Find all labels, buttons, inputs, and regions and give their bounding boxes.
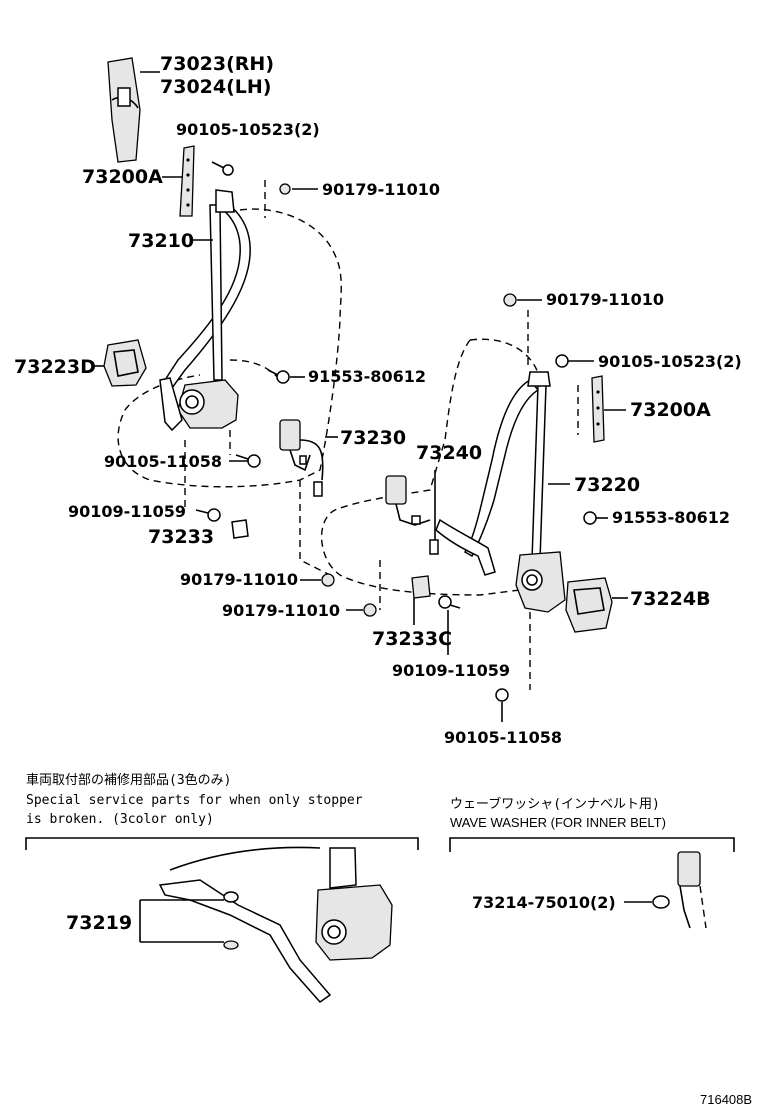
- label-73200A-a: 73200A: [82, 166, 163, 188]
- label-90179-11010-a: 90179-11010: [322, 180, 440, 199]
- label-90179-11010-b: 90179-11010: [546, 290, 664, 309]
- retractor-cover-left: [92, 339, 147, 387]
- label-73233C: 73233C: [372, 628, 452, 650]
- pillar-cover-part: [107, 57, 160, 163]
- label-90105-11058-b: 90105-11058: [444, 728, 562, 747]
- buckle-right: [385, 470, 439, 555]
- right-anchor-adjuster: [577, 375, 626, 443]
- left-anchor-adjuster: [162, 145, 195, 217]
- label-90109-11059-a: 90109-11059: [68, 502, 186, 521]
- note-washer-en: WAVE WASHER (FOR INNER BELT): [450, 815, 666, 830]
- note-washer-jp: ウェーブワッシャ(インナベルト用): [450, 796, 660, 812]
- label-90109-11059-b: 90109-11059: [392, 661, 510, 680]
- label-73214-75010: 73214-75010(2): [472, 893, 616, 912]
- figure-id: 716408B: [700, 1092, 752, 1107]
- label-91553-80612-a: 91553-80612: [308, 367, 426, 386]
- note-special-en1: Special service parts for when only stop…: [26, 793, 363, 808]
- label-90105-10523-a: 90105-10523(2): [176, 120, 320, 139]
- label-73210: 73210: [128, 230, 194, 252]
- label-73219: 73219: [66, 912, 132, 934]
- label-90179-11010-c: 90179-11010: [180, 570, 298, 589]
- inset-left-drawing: [139, 846, 393, 1003]
- note-special-en2: is broken. (3color only): [26, 812, 214, 827]
- label-73223D: 73223D: [14, 356, 96, 378]
- right-seatbelt-assembly: [435, 371, 570, 613]
- label-90105-10523-b: 90105-10523(2): [598, 352, 742, 371]
- retractor-cover-right: [565, 577, 628, 633]
- label-73200A-b: 73200A: [630, 399, 711, 421]
- inset-left-bracket: [25, 837, 419, 850]
- inset-right-bracket: [449, 837, 735, 852]
- label-90179-11010-d: 90179-11010: [222, 601, 340, 620]
- inset-right-drawing: [624, 851, 707, 929]
- label-73023: 73023(RH): [160, 53, 274, 75]
- clip-left: [231, 519, 249, 539]
- left-fasteners: [184, 161, 335, 587]
- label-73233: 73233: [148, 526, 214, 548]
- left-seatbelt-assembly: [159, 189, 251, 432]
- buckle-left: [279, 419, 338, 497]
- note-special-jp: 車両取付部の補修用部品(3色のみ): [26, 772, 231, 788]
- right-fasteners: [346, 293, 608, 722]
- label-91553-80612-b: 91553-80612: [612, 508, 730, 527]
- label-73230: 73230: [340, 427, 406, 449]
- label-73024: 73024(LH): [160, 76, 271, 98]
- label-73224B: 73224B: [630, 588, 711, 610]
- label-90105-11058-a: 90105-11058: [104, 452, 222, 471]
- label-73220: 73220: [574, 474, 640, 496]
- label-73240: 73240: [416, 442, 482, 464]
- clip-right: [411, 575, 431, 625]
